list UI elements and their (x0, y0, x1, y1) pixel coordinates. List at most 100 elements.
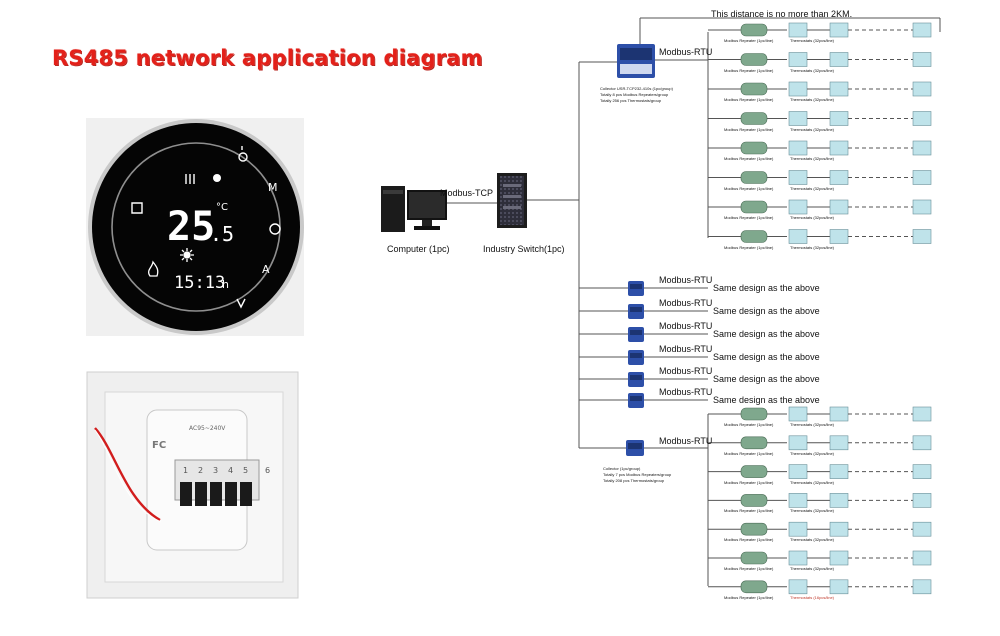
thermostat-icon (912, 140, 932, 156)
thermostat-icon (788, 140, 808, 156)
thermostats-label: Thermostats (32pcs/line) (790, 156, 835, 161)
thermostat-back-illustration: AC95~240V FC 1 2 3 4 5 6 (86, 371, 299, 599)
terminal-2: 2 (198, 466, 203, 475)
repeater-label: Modbus Repeater (1pc/line) (724, 566, 774, 571)
middle-note-label: Same design as the above (713, 283, 820, 293)
repeater-label: Modbus Repeater (1pc/line) (724, 537, 774, 543)
thermostat-icon (788, 170, 808, 185)
repeater-label: Modbus Repeater (1pc/line) (724, 450, 774, 456)
thermo-m-button: M (268, 181, 278, 194)
top-collector-desc-2: Totally 8 pcs Modbus Repeaters/group (600, 92, 669, 97)
thermostat-icon (788, 111, 808, 126)
thermostat-icon (788, 81, 808, 97)
thermostats-label: Thermostats (32pcs/line) (790, 215, 835, 220)
back-voltage-label: AC95~240V (189, 425, 226, 432)
bottom-collector-desc-2: Totally 7 pcs Modbus Repeaters/group (603, 472, 672, 477)
top-collector-icon (617, 44, 655, 78)
distance-note: This distance is no more than 2KM. (711, 9, 853, 19)
thermostat-icon (912, 52, 932, 67)
thermostats-label: Thermostats (32pcs/line) (790, 450, 835, 456)
thermostat-icon (912, 111, 932, 126)
switch-icon (497, 173, 527, 228)
repeater-label: Modbus Repeater (1pc/line) (724, 97, 774, 102)
thermo-down-icon (236, 298, 246, 309)
thermostat-icon (912, 229, 932, 244)
bottom-collector-icon (626, 440, 644, 456)
thermostat-icon (912, 579, 932, 595)
repeater-label: Modbus Repeater (1pc/line) (724, 594, 774, 600)
thermostat-icon (829, 493, 849, 508)
thermostat-icon (788, 579, 808, 595)
top-collector-desc: Collector USR-TCP232-410s (1pc/group) To… (600, 86, 673, 104)
thermo-time-suffix: h (222, 278, 229, 291)
thermo-unit: °C (216, 202, 228, 213)
thermo-temperature-decimal: .5 (210, 222, 234, 246)
thermostat-icon (829, 229, 849, 244)
flame-icon (147, 260, 159, 277)
thermostats-label: Thermostats (32pcs/line) (790, 185, 835, 191)
repeater-icon (740, 407, 768, 421)
repeater-icon (740, 465, 768, 478)
thermostat-front-photo: M A 25 .5 °C 15:13 h (86, 118, 304, 336)
thermo-time: 15:13 (174, 273, 225, 293)
thermostat-icon (912, 170, 932, 185)
middle-protocol-label: Modbus-RTU (659, 275, 713, 285)
repeater-label: Modbus Repeater (1pc/line) (724, 479, 774, 485)
bottom-collector-protocol: Modbus-RTU (659, 436, 713, 446)
thermostat-icon (829, 550, 849, 566)
thermostats-label: Thermostats (32pcs/line) (790, 422, 835, 427)
thermostat-icon (788, 550, 808, 566)
thermostat-icon (788, 406, 808, 422)
back-fc-mark: FC (152, 440, 166, 451)
thermostats-label: Thermostats (32pcs/line) (790, 508, 835, 514)
thermostat-front-illustration: M A 25 .5 °C 15:13 h (86, 118, 304, 336)
thermostats-label: Thermostats (32pcs/line) (790, 566, 835, 571)
repeater-icon (740, 23, 768, 37)
repeater-icon (740, 580, 768, 594)
thermostat-icon (912, 22, 932, 38)
thermostat-icon (788, 199, 808, 215)
terminal-3: 3 (213, 466, 218, 475)
thermostats-label: Thermostats (32pcs/line) (790, 479, 835, 485)
repeater-icon (740, 171, 768, 184)
thermostat-icon (829, 170, 849, 185)
thermostat-icon (788, 435, 808, 451)
repeater-label: Modbus Repeater (1pc/line) (724, 67, 774, 73)
thermostat-icon (912, 81, 932, 97)
thermostat-icon (829, 22, 849, 38)
thermostat-icon (829, 111, 849, 126)
top-collector-desc-1: Collector USR-TCP232-410s (1pc/group) (600, 86, 673, 91)
terminal-1: 1 (183, 466, 188, 475)
thermostat-icon (788, 521, 808, 537)
repeater-icon (740, 494, 768, 507)
terminal-5: 5 (243, 466, 248, 475)
terminal-4: 4 (228, 466, 233, 475)
thermostat-back-photo: AC95~240V FC 1 2 3 4 5 6 (85, 370, 300, 600)
terminal-6: 6 (265, 466, 270, 475)
thermostat-icon (912, 493, 932, 508)
bottom-collector-desc: Collector (1pc/group) Totally 7 pcs Modb… (603, 466, 671, 484)
repeater-icon (740, 436, 768, 450)
thermostat-icon (788, 493, 808, 508)
thermostats-label: Thermostats (32pcs/line) (790, 244, 835, 250)
computer-label: Computer (1pc) (387, 244, 450, 254)
thermo-temperature: 25 (167, 204, 215, 250)
repeater-label: Modbus Repeater (1pc/line) (724, 156, 774, 161)
thermostats-label: Thermostats (16pcs/line) (790, 594, 835, 600)
top-collector-protocol: Modbus-RTU (659, 47, 713, 57)
thermostat-icon (788, 22, 808, 38)
red-wire (94, 427, 161, 522)
repeater-label: Modbus Repeater (1pc/line) (724, 126, 774, 132)
repeater-icon (740, 200, 768, 214)
thermostat-icon (829, 435, 849, 451)
repeater-label: Modbus Repeater (1pc/line) (724, 508, 774, 514)
thermostat-icon (829, 52, 849, 67)
thermostat-icon (829, 406, 849, 422)
middle-note-label: Same design as the above (713, 395, 820, 405)
middle-protocol-label: Modbus-RTU (659, 344, 713, 354)
thermostat-icon (829, 81, 849, 97)
thermostat-icon (912, 550, 932, 566)
repeater-icon (740, 112, 768, 125)
repeater-icon (740, 522, 768, 536)
